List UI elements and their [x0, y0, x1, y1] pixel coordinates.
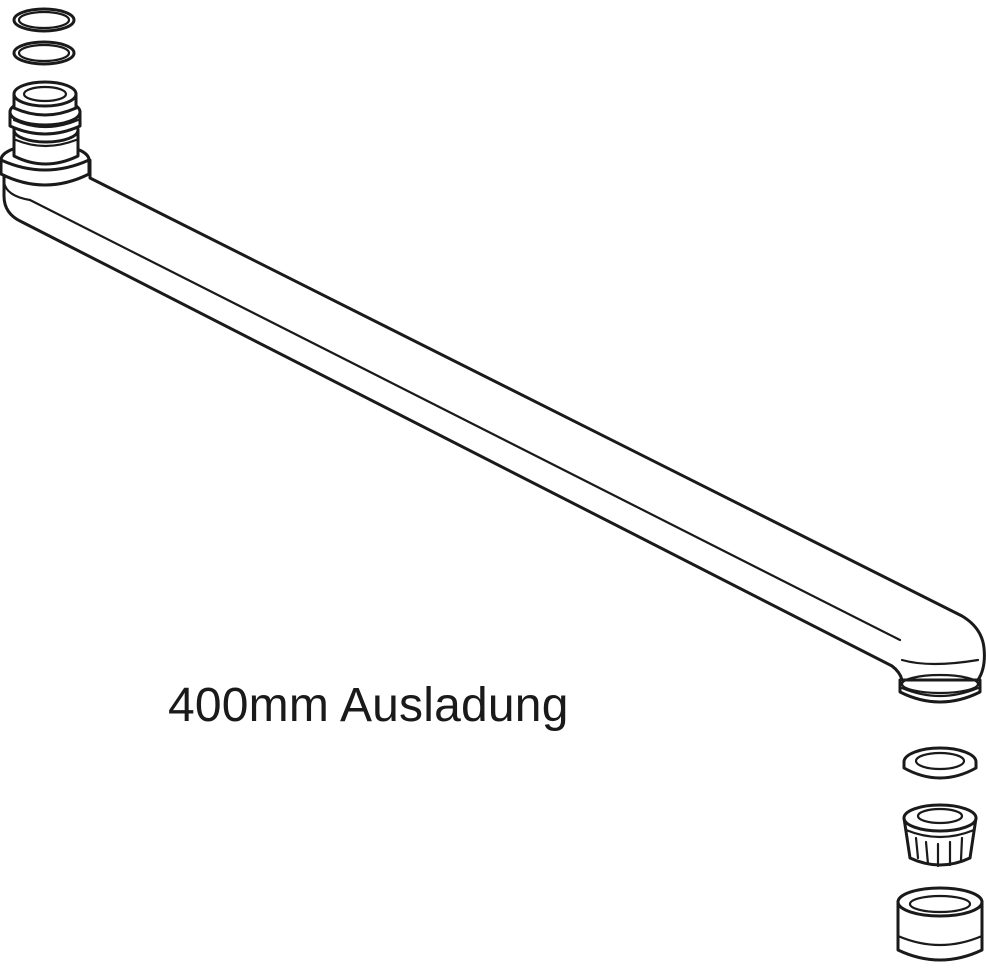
spout-outlet-thread	[898, 673, 982, 704]
o-ring-second	[12, 40, 76, 66]
washer	[902, 746, 978, 780]
spout-arm	[2, 148, 986, 682]
aerator-housing	[896, 886, 984, 962]
o-ring-top	[12, 7, 76, 33]
reach-caption: 400mm Ausladung	[168, 679, 569, 732]
spout-connector	[0, 80, 91, 187]
aerator-insert	[902, 803, 978, 868]
